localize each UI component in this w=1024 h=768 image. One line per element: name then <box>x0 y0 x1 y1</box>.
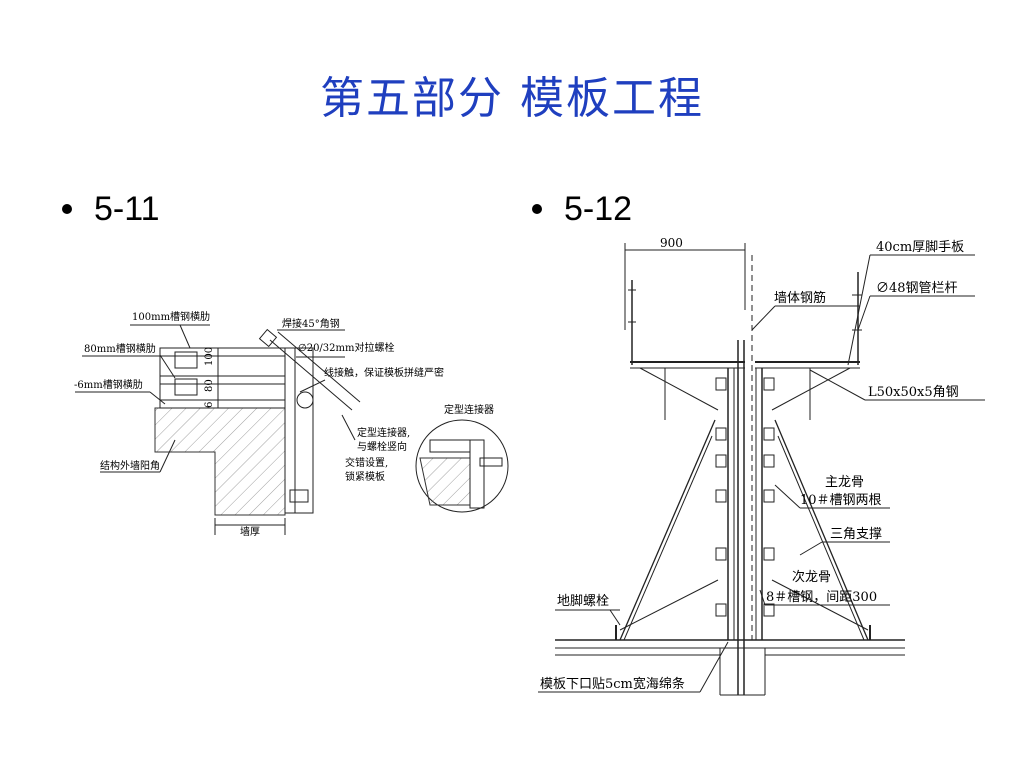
label-brace: 三角支撑 <box>830 527 882 542</box>
label-connector-note-3: 交错设置, <box>345 456 388 469</box>
label-anchor: 地脚螺栓 <box>557 593 609 609</box>
label-rib6: -6mm槽钢横肋 <box>74 378 143 391</box>
label-weld: 焊接45°角钢 <box>282 317 340 330</box>
label-bolt: ∅20/32mm对拉螺栓 <box>298 341 395 354</box>
bullet-dot-icon <box>62 204 72 215</box>
label-connector-note-4: 锁紧模板 <box>345 470 385 483</box>
page-title: 第五部分 模板工程 <box>320 73 704 124</box>
label-railing: ∅48钢管栏杆 <box>876 281 958 296</box>
label-dim100: 100 <box>204 347 215 366</box>
bullet-right: 5-12 <box>532 190 632 229</box>
label-connector-title: 定型连接器 <box>444 403 494 416</box>
rib-80 <box>159 375 286 401</box>
label-connector-note-1: 定型连接器, <box>357 426 410 439</box>
bolt-symbol <box>296 391 314 409</box>
wall-corner-concrete <box>154 407 286 516</box>
diagram-5-11 <box>75 324 509 535</box>
label-plank: 40cm厚脚手板 <box>876 239 964 255</box>
label-thickness: 墙厚 <box>240 525 260 538</box>
bullet-dot-icon <box>532 204 542 215</box>
label-sponge: 模板下口贴5cm宽海绵条 <box>540 676 685 692</box>
rib-6 <box>159 399 286 409</box>
label-sec-joist-1: 次龙骨 <box>792 569 831 585</box>
diagram-5-12-labels: 900 40cm厚脚手板 ∅48钢管栏杆 墙体钢筋 L50x50x5角钢 主龙骨… <box>540 236 964 692</box>
label-rib80: 80mm槽钢横肋 <box>84 342 156 355</box>
right-brace <box>774 419 869 641</box>
label-angle: L50x50x5角钢 <box>868 385 959 400</box>
label-rib100: 100mm槽钢横肋 <box>132 310 210 323</box>
bullet-left-label: 5-11 <box>94 190 160 228</box>
edge-form <box>284 347 314 514</box>
label-main-joist-2: 10＃槽钢两根 <box>800 493 882 508</box>
left-brace <box>619 419 716 641</box>
label-main-joist-1: 主龙骨 <box>825 475 864 490</box>
label-dim6: 6 <box>204 402 215 408</box>
angle-steel <box>269 339 353 411</box>
label-corner: 结构外墙阳角 <box>100 459 160 472</box>
label-dim80: 80 <box>204 379 215 392</box>
label-width: 900 <box>660 236 683 250</box>
bullet-right-label: 5-12 <box>564 190 633 228</box>
bullet-left: 5-11 <box>62 190 160 229</box>
label-sec-joist-2: 8＃槽钢，间距300 <box>766 590 877 605</box>
diagram-5-11-labels: 100mm槽钢横肋 焊接45°角钢 ∅20/32mm对拉螺栓 80mm槽钢横肋 … <box>74 310 494 538</box>
diagram-5-12 <box>538 243 985 696</box>
label-seam: 线接触，保证模板拼缝严密 <box>324 366 444 379</box>
label-connector-note-2: 与螺栓竖向 <box>357 440 407 453</box>
connector-detail-circle <box>415 419 509 513</box>
label-rebar: 墙体钢筋 <box>774 290 826 306</box>
